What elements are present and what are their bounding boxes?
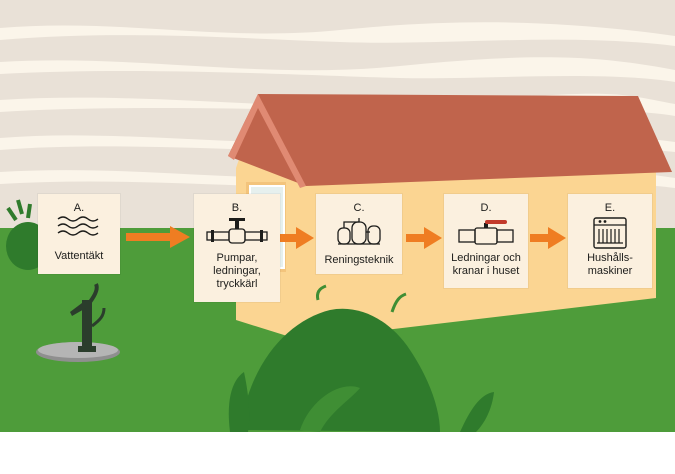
step-letter: C.	[353, 202, 365, 214]
step-card-d: D. Ledningar och kranar i huset	[444, 194, 528, 288]
step-card-e: E. Hushålls- maskiner	[568, 194, 652, 288]
treatment-plant-icon	[336, 214, 382, 251]
flow-arrow	[530, 227, 566, 249]
step-letter: E.	[604, 202, 616, 214]
step-letter: A.	[73, 202, 85, 214]
dishwasher-icon	[592, 216, 628, 255]
flow-arrow	[280, 227, 314, 249]
cloud-band	[0, 22, 675, 46]
ground-edge	[0, 432, 675, 474]
bush-front	[228, 284, 494, 432]
step-letter: D.	[480, 202, 492, 214]
step-letter: B.	[231, 202, 243, 214]
cloud-band	[0, 57, 675, 82]
step-label: Hushålls- maskiner	[587, 252, 633, 277]
step-card-a: A. Vattentäkt	[38, 194, 120, 274]
step-label: Ledningar och kranar i huset	[451, 252, 521, 277]
flow-arrow	[126, 226, 190, 248]
step-card-c: C. Reningsteknik	[316, 194, 402, 274]
step-label: Vattentäkt	[54, 250, 104, 262]
hand-pump	[36, 283, 120, 362]
pipe-valve-icon	[205, 216, 269, 251]
step-card-b: B. Pumpar, ledningar, tryckkärl	[194, 194, 280, 302]
step-label: Reningsteknik	[324, 254, 394, 266]
flow-arrow	[406, 227, 442, 249]
ball-valve-icon	[457, 218, 515, 251]
step-label: Pumpar, ledningar, tryckkärl	[213, 252, 261, 290]
roof	[228, 94, 672, 186]
waves-icon	[56, 214, 102, 245]
roof-edge	[228, 94, 306, 188]
